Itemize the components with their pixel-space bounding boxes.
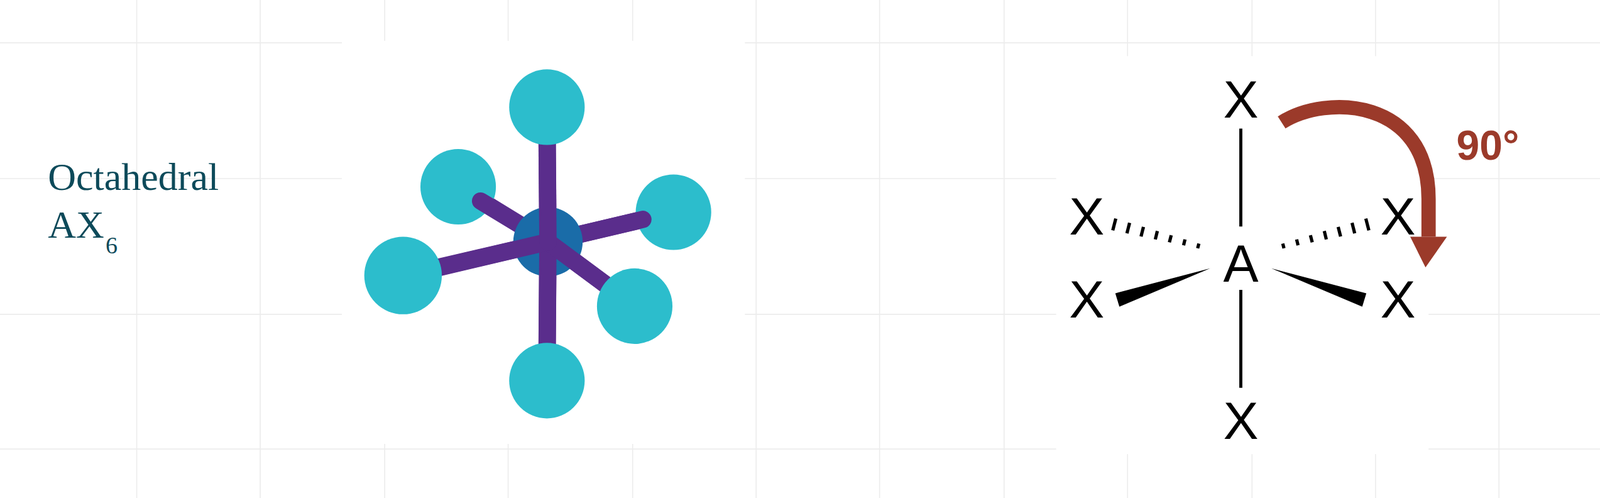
ligand-symbol: X bbox=[1222, 72, 1259, 126]
ligand-ball bbox=[597, 268, 673, 344]
plain-bond bbox=[1239, 289, 1243, 388]
ligand-symbol: X bbox=[1380, 189, 1416, 243]
angle-arrow bbox=[1281, 106, 1447, 268]
ligand-ball bbox=[364, 236, 442, 315]
ligand-symbol: X bbox=[1380, 272, 1416, 326]
ligand-symbol: X bbox=[1222, 394, 1259, 447]
solid-wedge bbox=[1115, 268, 1211, 307]
ligand-symbol: X bbox=[1068, 189, 1105, 243]
central-atom-symbol: A bbox=[1222, 236, 1259, 290]
formula-label: AX bbox=[47, 204, 105, 244]
ligand-ball bbox=[509, 69, 585, 145]
ligand-symbol: X bbox=[1068, 272, 1105, 326]
angle-label: 90° bbox=[1456, 124, 1519, 166]
ball-stick-model bbox=[364, 69, 712, 418]
geometry-name: Octahedral bbox=[47, 157, 219, 197]
ligand-ball bbox=[509, 342, 585, 418]
arrow-head bbox=[1410, 236, 1447, 268]
solid-wedge bbox=[1271, 268, 1367, 307]
image-panel bbox=[341, 40, 745, 444]
hashed-wedge bbox=[1282, 218, 1369, 249]
formula-subscript: 6 bbox=[105, 233, 118, 258]
hashed-wedge bbox=[1112, 218, 1200, 249]
plain-bond bbox=[1239, 128, 1243, 227]
bond-sticks bbox=[402, 106, 674, 381]
structural-formula-bonds bbox=[1112, 128, 1370, 388]
image-panel bbox=[1056, 55, 1430, 454]
